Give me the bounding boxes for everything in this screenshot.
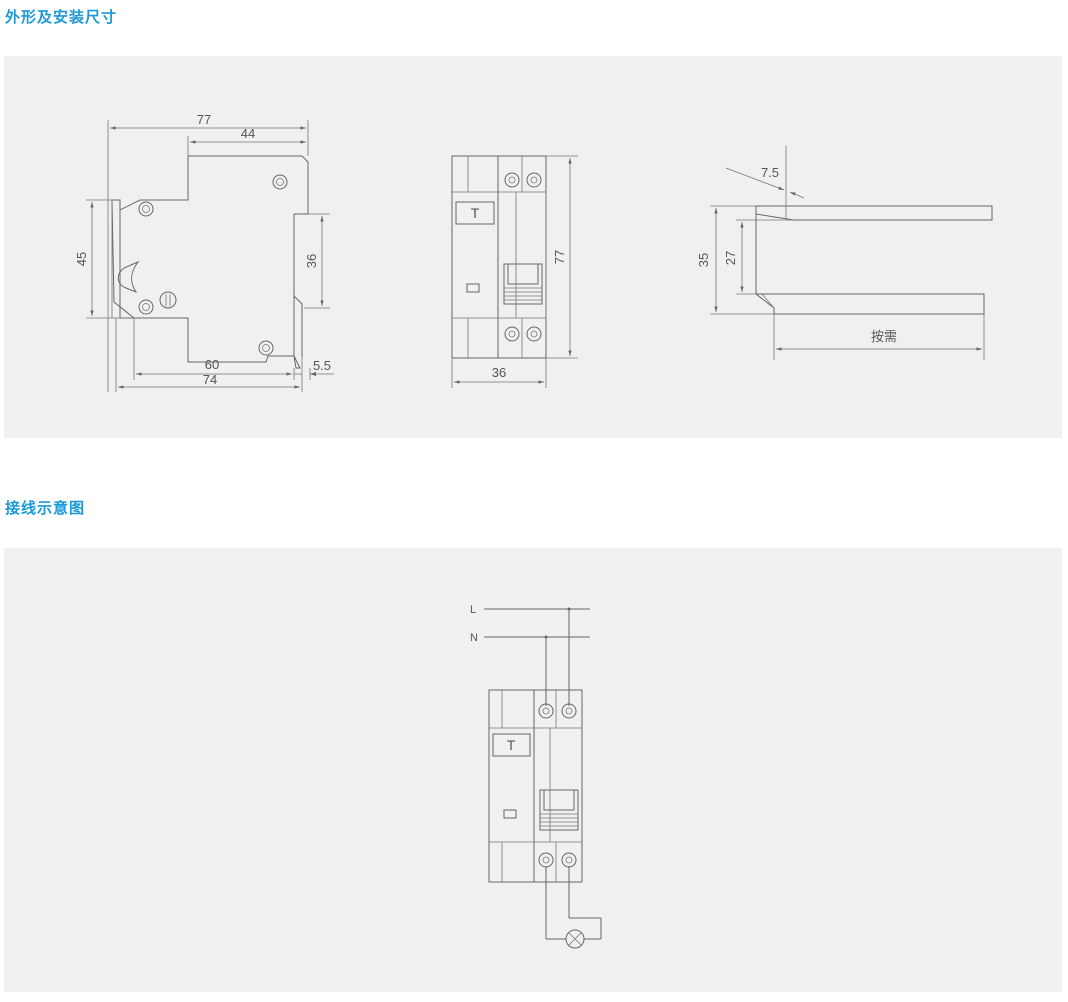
wiring-test-button-label: T	[507, 737, 516, 753]
neutral-label: N	[470, 632, 478, 644]
front-dim-36: 36	[492, 365, 506, 380]
rail-dim-27: 27	[723, 251, 738, 265]
side-dim-74: 74	[203, 372, 217, 387]
front-view: T 77 36	[451, 155, 578, 388]
test-button-icon	[455, 201, 495, 225]
terminal-screw-icon	[538, 703, 554, 719]
test-button-icon	[492, 733, 531, 757]
screw-icon	[272, 174, 288, 190]
dimensions-section-title: 外形及安装尺寸	[5, 8, 118, 26]
indicator-window	[503, 809, 517, 819]
terminal-screw-icon	[538, 852, 554, 868]
lamp-icon	[565, 929, 585, 949]
dimensions-panel: 77 44 45 36 60 74 5.5	[4, 56, 1062, 438]
wiring-panel: L N T	[4, 548, 1062, 992]
knob-icon	[159, 291, 177, 309]
side-dim-5-5: 5.5	[313, 358, 331, 373]
terminal-screw-icon	[526, 172, 542, 188]
side-view: 77 44 45 36 60 74 5.5	[74, 112, 334, 392]
terminal-screw-icon	[504, 326, 520, 342]
screw-icon	[258, 340, 274, 356]
side-dim-60: 60	[205, 357, 219, 372]
front-dim-77: 77	[552, 250, 567, 264]
side-dim-36: 36	[304, 254, 319, 268]
side-dim-45: 45	[74, 252, 89, 266]
side-view-outline	[111, 155, 309, 369]
rail-dim-35: 35	[696, 253, 711, 267]
wiring-section-title: 接线示意图	[5, 499, 86, 517]
dimensions-drawing: 77 44 45 36 60 74 5.5	[74, 112, 993, 392]
front-test-button-label: T	[471, 205, 480, 221]
terminal-screw-icon	[504, 172, 520, 188]
screw-icon	[138, 299, 154, 315]
indicator-window	[466, 283, 480, 293]
side-dim-44: 44	[241, 126, 255, 141]
side-dim-77: 77	[197, 112, 211, 127]
screw-icon	[138, 201, 154, 217]
rail-length-label: 按需	[871, 329, 897, 344]
rail-view: 7.5 35 27 按需	[696, 146, 993, 360]
rcbo-breaker: T	[488, 689, 583, 883]
terminal-screw-icon	[561, 852, 577, 868]
terminal-screw-icon	[526, 326, 542, 342]
line-label: L	[470, 604, 476, 616]
rail-dim-7-5: 7.5	[761, 165, 779, 180]
terminal-screw-icon	[561, 703, 577, 719]
wiring-diagram: L N T	[470, 604, 602, 949]
